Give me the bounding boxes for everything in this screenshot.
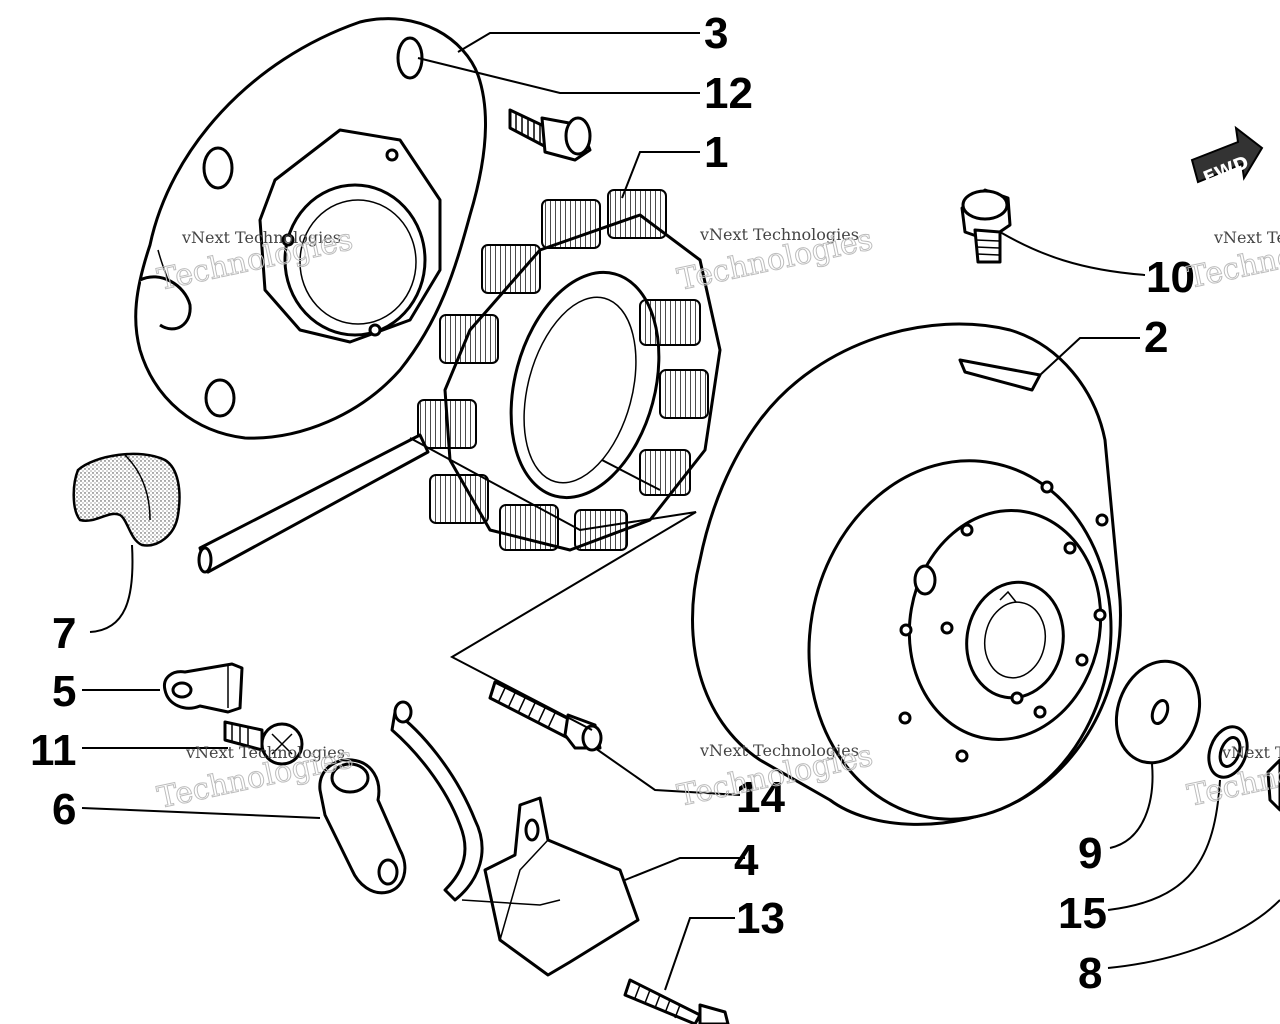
flywheel-part-2 (691, 322, 1122, 826)
clamp-part-5 (162, 662, 244, 714)
callout-7: 7 (52, 609, 76, 658)
screw-part-12 (508, 108, 592, 162)
callout-9: 9 (1078, 829, 1102, 878)
callout-5: 5 (52, 667, 76, 716)
washer-part-9 (1114, 659, 1202, 765)
watermark-text: vNext Technologies (181, 228, 341, 247)
watermark-text: vNext Technologies (699, 225, 859, 244)
callout-2: 2 (1144, 313, 1168, 362)
bracket-part-6 (318, 758, 407, 895)
stator-coil-part-1 (197, 189, 722, 574)
watermark-text: vNext Technologies (1213, 228, 1280, 247)
callout-3: 3 (704, 9, 728, 58)
watermark-text: vNext Technologies (699, 741, 859, 760)
pulser-coil-part-4 (390, 700, 640, 977)
callout-8: 8 (1078, 949, 1102, 998)
screw-part-13 (623, 978, 730, 1024)
callout-15: 15 (1058, 889, 1107, 938)
callout-10: 10 (1146, 253, 1195, 302)
watermarks: vNext Technologies vNext Technologies vN… (154, 220, 1280, 817)
screw-part-11 (223, 720, 304, 766)
callout-14: 14 (736, 773, 785, 822)
stator-plate-part-3 (134, 17, 488, 440)
forward-arrow-icon: FWD (1190, 125, 1264, 189)
callout-1: 1 (704, 128, 728, 177)
callout-11: 11 (30, 726, 77, 775)
nut-part-8 (1266, 758, 1280, 812)
long-screw-part-14 (488, 680, 603, 752)
bolt-part-10 (960, 188, 1012, 264)
watermark-text: vNext Technologies (1221, 743, 1280, 762)
leader-lines (81, 32, 1280, 991)
callout-4: 4 (734, 836, 759, 885)
callout-13: 13 (736, 894, 785, 943)
callout-labels: 3 12 1 10 2 7 5 11 6 14 4 13 9 15 8 (30, 9, 1195, 998)
callout-12: 12 (704, 69, 753, 118)
grommet-part-7 (72, 452, 181, 547)
lock-washer-part-15 (1207, 725, 1249, 779)
watermark-text: vNext Technologies (185, 743, 345, 762)
callout-6: 6 (52, 785, 76, 834)
